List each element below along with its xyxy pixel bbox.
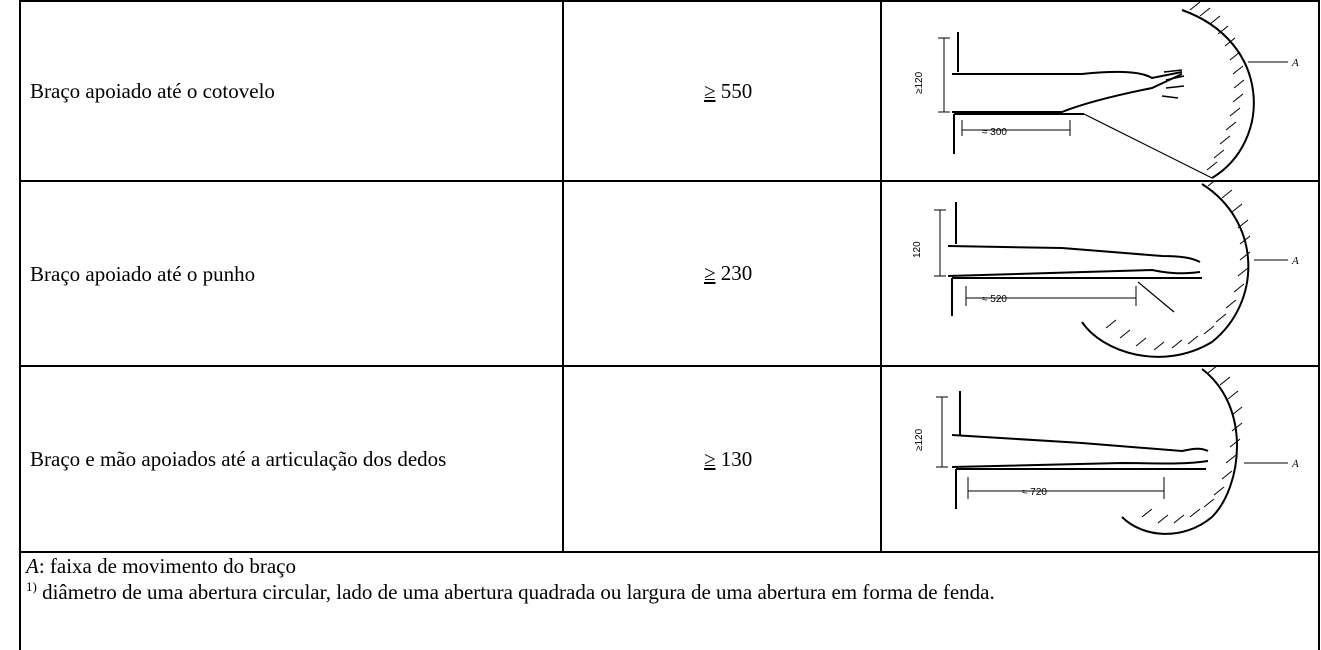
ge-symbol: ≥ (704, 78, 716, 103)
row-value-cell: ≥ 130 (562, 365, 882, 553)
dimension-label: ≈ 520 (982, 294, 1007, 305)
height-label: ≥120 (914, 71, 925, 94)
arm-outline (951, 434, 1209, 468)
table-row: Braço apoiado até o cotovelo ≥ 550 ≈ 300 (19, 0, 1320, 182)
row-value-cell: ≥ 550 (562, 0, 882, 182)
value-number: 230 (720, 261, 753, 285)
safety-distance-table: Braço apoiado até o cotovelo ≥ 550 ≈ 300 (19, 0, 1320, 650)
footnote-marker: 1) (26, 579, 37, 594)
height-dim (934, 209, 946, 277)
row-description-cell: Braço apoiado até o cotovelo (19, 0, 564, 182)
row-description: Braço e mão apoiados até a articulação d… (30, 447, 447, 471)
row-description-cell: Braço apoiado até o punho (19, 180, 564, 367)
support-plate (951, 202, 1202, 316)
wall-curve (1121, 368, 1238, 535)
notes-cell: A: faixa de movimento do braço 1) diâmet… (19, 551, 1320, 650)
arm-outline (947, 245, 1201, 277)
wall-hatch (1181, 9, 1255, 179)
dimension-label: ≈ 720 (1022, 487, 1047, 498)
figure-marker-a: A (1291, 255, 1299, 267)
row-value: ≥ 230 (564, 261, 880, 286)
figure-marker-a: A (1291, 458, 1299, 470)
row-value: ≥ 550 (564, 79, 880, 104)
row-description-cell: Braço e mão apoiados até a articulação d… (19, 365, 564, 553)
dimension-line (961, 120, 1071, 136)
ge-symbol: ≥ (704, 261, 716, 285)
reach-line (1137, 281, 1175, 313)
table-row: Braço e mão apoiados até a articulação d… (19, 365, 1320, 553)
footnote-1: 1) diâmetro de uma abertura circular, la… (21, 579, 1318, 605)
arm-wrist-figure: ≈ 520 120 A (912, 182, 1299, 358)
height-label: 120 (912, 241, 923, 258)
wall-curve (1081, 183, 1250, 358)
table-row: Braço apoiado até o punho ≥ 230 ≈ 520 12… (19, 180, 1320, 367)
notes-row: A: faixa de movimento do braço 1) diâmet… (19, 551, 1320, 650)
row-figure-cell: ≈ 720 ≥120 A (880, 365, 1320, 553)
dimension-line (965, 286, 1137, 306)
arm-outline (952, 70, 1183, 113)
dimension-label: ≈ 300 (982, 127, 1007, 138)
height-dim (936, 396, 948, 468)
figure-marker-a: A (1291, 57, 1299, 69)
note-a-text: : faixa de movimento do braço (38, 554, 296, 578)
height-label: ≥120 (914, 428, 925, 451)
value-number: 550 (720, 78, 753, 103)
arm-elbow-figure: ≈ 300 ≥120 A (914, 2, 1299, 179)
height-dim (938, 37, 950, 113)
row-value-cell: ≥ 230 (562, 180, 882, 367)
value-number: 130 (720, 446, 753, 471)
row-figure-cell: ≈ 300 ≥120 A (880, 0, 1320, 182)
row-value: ≥ 130 (564, 447, 880, 472)
note-a-symbol: A (26, 554, 39, 578)
row-description: Braço apoiado até o cotovelo (30, 79, 275, 103)
support-plate (953, 32, 1084, 154)
dimension-line (967, 477, 1165, 499)
fingers (1161, 69, 1185, 99)
row-figure-cell: ≈ 520 120 A (880, 180, 1320, 367)
arm-finger-figure: ≈ 720 ≥120 A (914, 367, 1299, 535)
note-a: A: faixa de movimento do braço (21, 553, 1318, 579)
support-plate (955, 391, 1206, 509)
row-description: Braço apoiado até o punho (30, 261, 256, 286)
footnote-text: diâmetro de uma abertura circular, lado … (36, 580, 995, 604)
reach-line (1083, 113, 1213, 179)
ge-symbol: ≥ (704, 446, 716, 471)
